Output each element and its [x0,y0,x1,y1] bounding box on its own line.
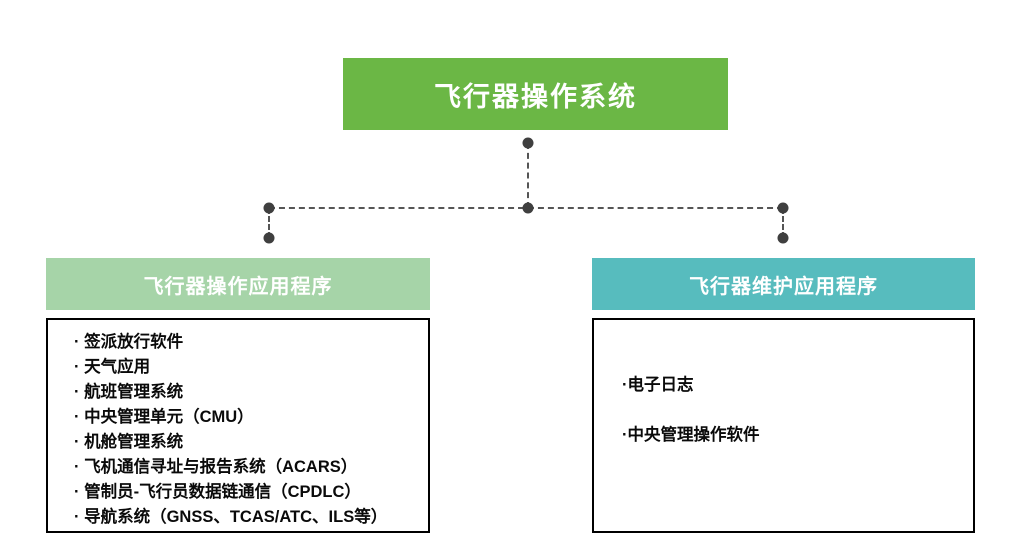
root-node-aircraft-operating-system: 飞行器操作系统 [343,58,728,130]
branch-header-label-operations: 飞行器操作应用程序 [143,275,333,298]
connector-line-trunk-horizontal [269,207,783,209]
branch-body-operations: · 签派放行软件 · 天气应用 · 航班管理系统 · 中央管理单元（CMU） ·… [46,318,430,533]
connector-dot-root [522,137,534,149]
root-node-label: 飞行器操作系统 [434,81,637,112]
connector-line-trunk-to-operations [268,208,270,238]
list-item: · 中央管理单元（CMU） [74,408,254,426]
branch-header-label-maintenance: 飞行器维护应用程序 [689,275,878,298]
branch-header-operations: 飞行器操作应用程序 [46,258,430,310]
branch-header-maintenance: 飞行器维护应用程序 [592,258,975,310]
list-item: · 航班管理系统 [74,383,184,401]
list-item: · 飞机通信寻址与报告系统（ACARS） [74,458,358,476]
list-item: · 天气应用 [74,358,151,376]
branch-body-maintenance: ·电子日志 ·中央管理操作软件 [592,318,975,533]
connector-dot-maintenance [777,232,789,244]
list-item: ·电子日志 [622,376,694,394]
branch-aircraft-operations-applications: 飞行器操作应用程序 · 签派放行软件 · 天气应用 · 航班管理系统 · 中央管… [46,258,430,533]
operations-item-list: · 签派放行软件 · 天气应用 · 航班管理系统 · 中央管理单元（CMU） ·… [74,330,428,530]
connector-dot-trunk-left [263,202,275,214]
maintenance-item-list: ·电子日志 ·中央管理操作软件 [622,374,973,446]
list-item: · 导航系统（GNSS、TCAS/ATC、ILS等） [74,508,388,526]
connector-dot-operations [263,232,275,244]
list-item: · 管制员-飞行员数据链通信（CPDLC） [74,483,361,501]
connector-dot-trunk-center [522,202,534,214]
list-item: · 签派放行软件 [74,333,184,351]
branch-aircraft-maintenance-applications: 飞行器维护应用程序 ·电子日志 ·中央管理操作软件 [592,258,975,533]
list-item: · 机舱管理系统 [74,433,184,451]
list-item: ·中央管理操作软件 [622,426,760,444]
connector-line-root-to-trunk [527,143,529,208]
connector-line-trunk-to-maintenance [782,208,784,238]
connector-dot-trunk-right [777,202,789,214]
